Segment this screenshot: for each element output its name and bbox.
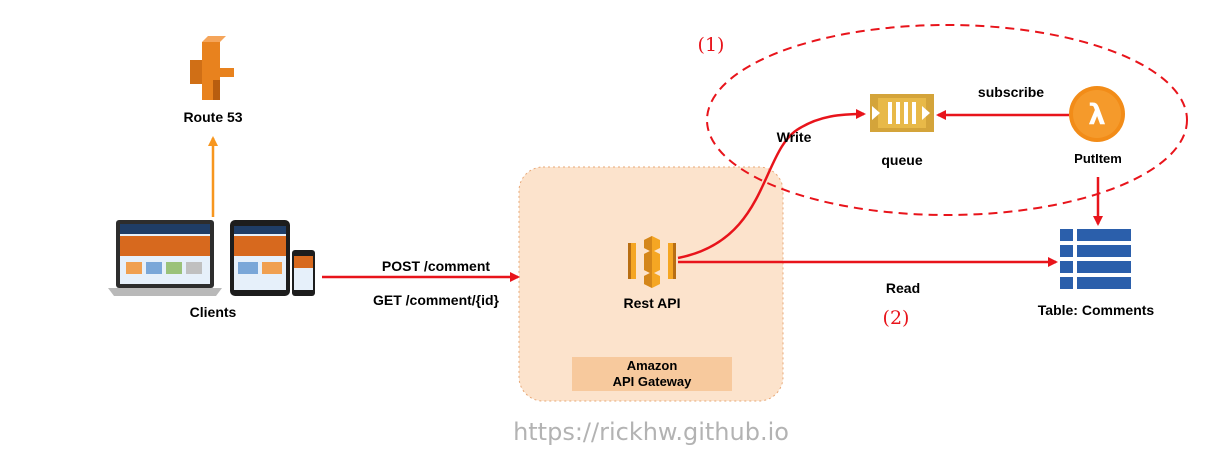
clients-label: Clients bbox=[189, 304, 237, 320]
putitem-label: PutItem bbox=[1074, 151, 1122, 166]
watermark-url: https://rickhw.github.io bbox=[513, 418, 789, 446]
rest-api-label: Rest API bbox=[623, 295, 681, 311]
marker-two: (2) bbox=[882, 307, 910, 329]
api-gateway-label-line1: Amazon bbox=[626, 357, 678, 373]
write-label: Write bbox=[776, 129, 812, 145]
read-label: Read bbox=[885, 280, 921, 296]
async-region-ellipse bbox=[706, 24, 1188, 216]
get-comment-label: GET /comment/{id} bbox=[372, 292, 500, 308]
api-gateway-label: Amazon API Gateway bbox=[572, 357, 732, 391]
queue-label: queue bbox=[881, 152, 923, 168]
route53-label: Route 53 bbox=[183, 109, 243, 125]
api-gateway-icon bbox=[628, 236, 676, 288]
route53-icon bbox=[190, 36, 234, 100]
svg-text:λ: λ bbox=[1088, 98, 1106, 131]
sqs-queue-icon bbox=[870, 94, 934, 132]
lambda-icon: λ bbox=[1069, 86, 1125, 142]
dynamodb-table-icon bbox=[1060, 229, 1131, 289]
devices-icon bbox=[108, 220, 315, 296]
marker-one: (1) bbox=[697, 34, 725, 56]
subscribe-label: subscribe bbox=[977, 84, 1045, 100]
table-comments-label: Table: Comments bbox=[1037, 302, 1155, 318]
api-gateway-label-line2: API Gateway bbox=[612, 374, 692, 389]
arrow-gateway-to-queue bbox=[677, 109, 866, 260]
post-comment-label: POST /comment bbox=[381, 258, 491, 274]
